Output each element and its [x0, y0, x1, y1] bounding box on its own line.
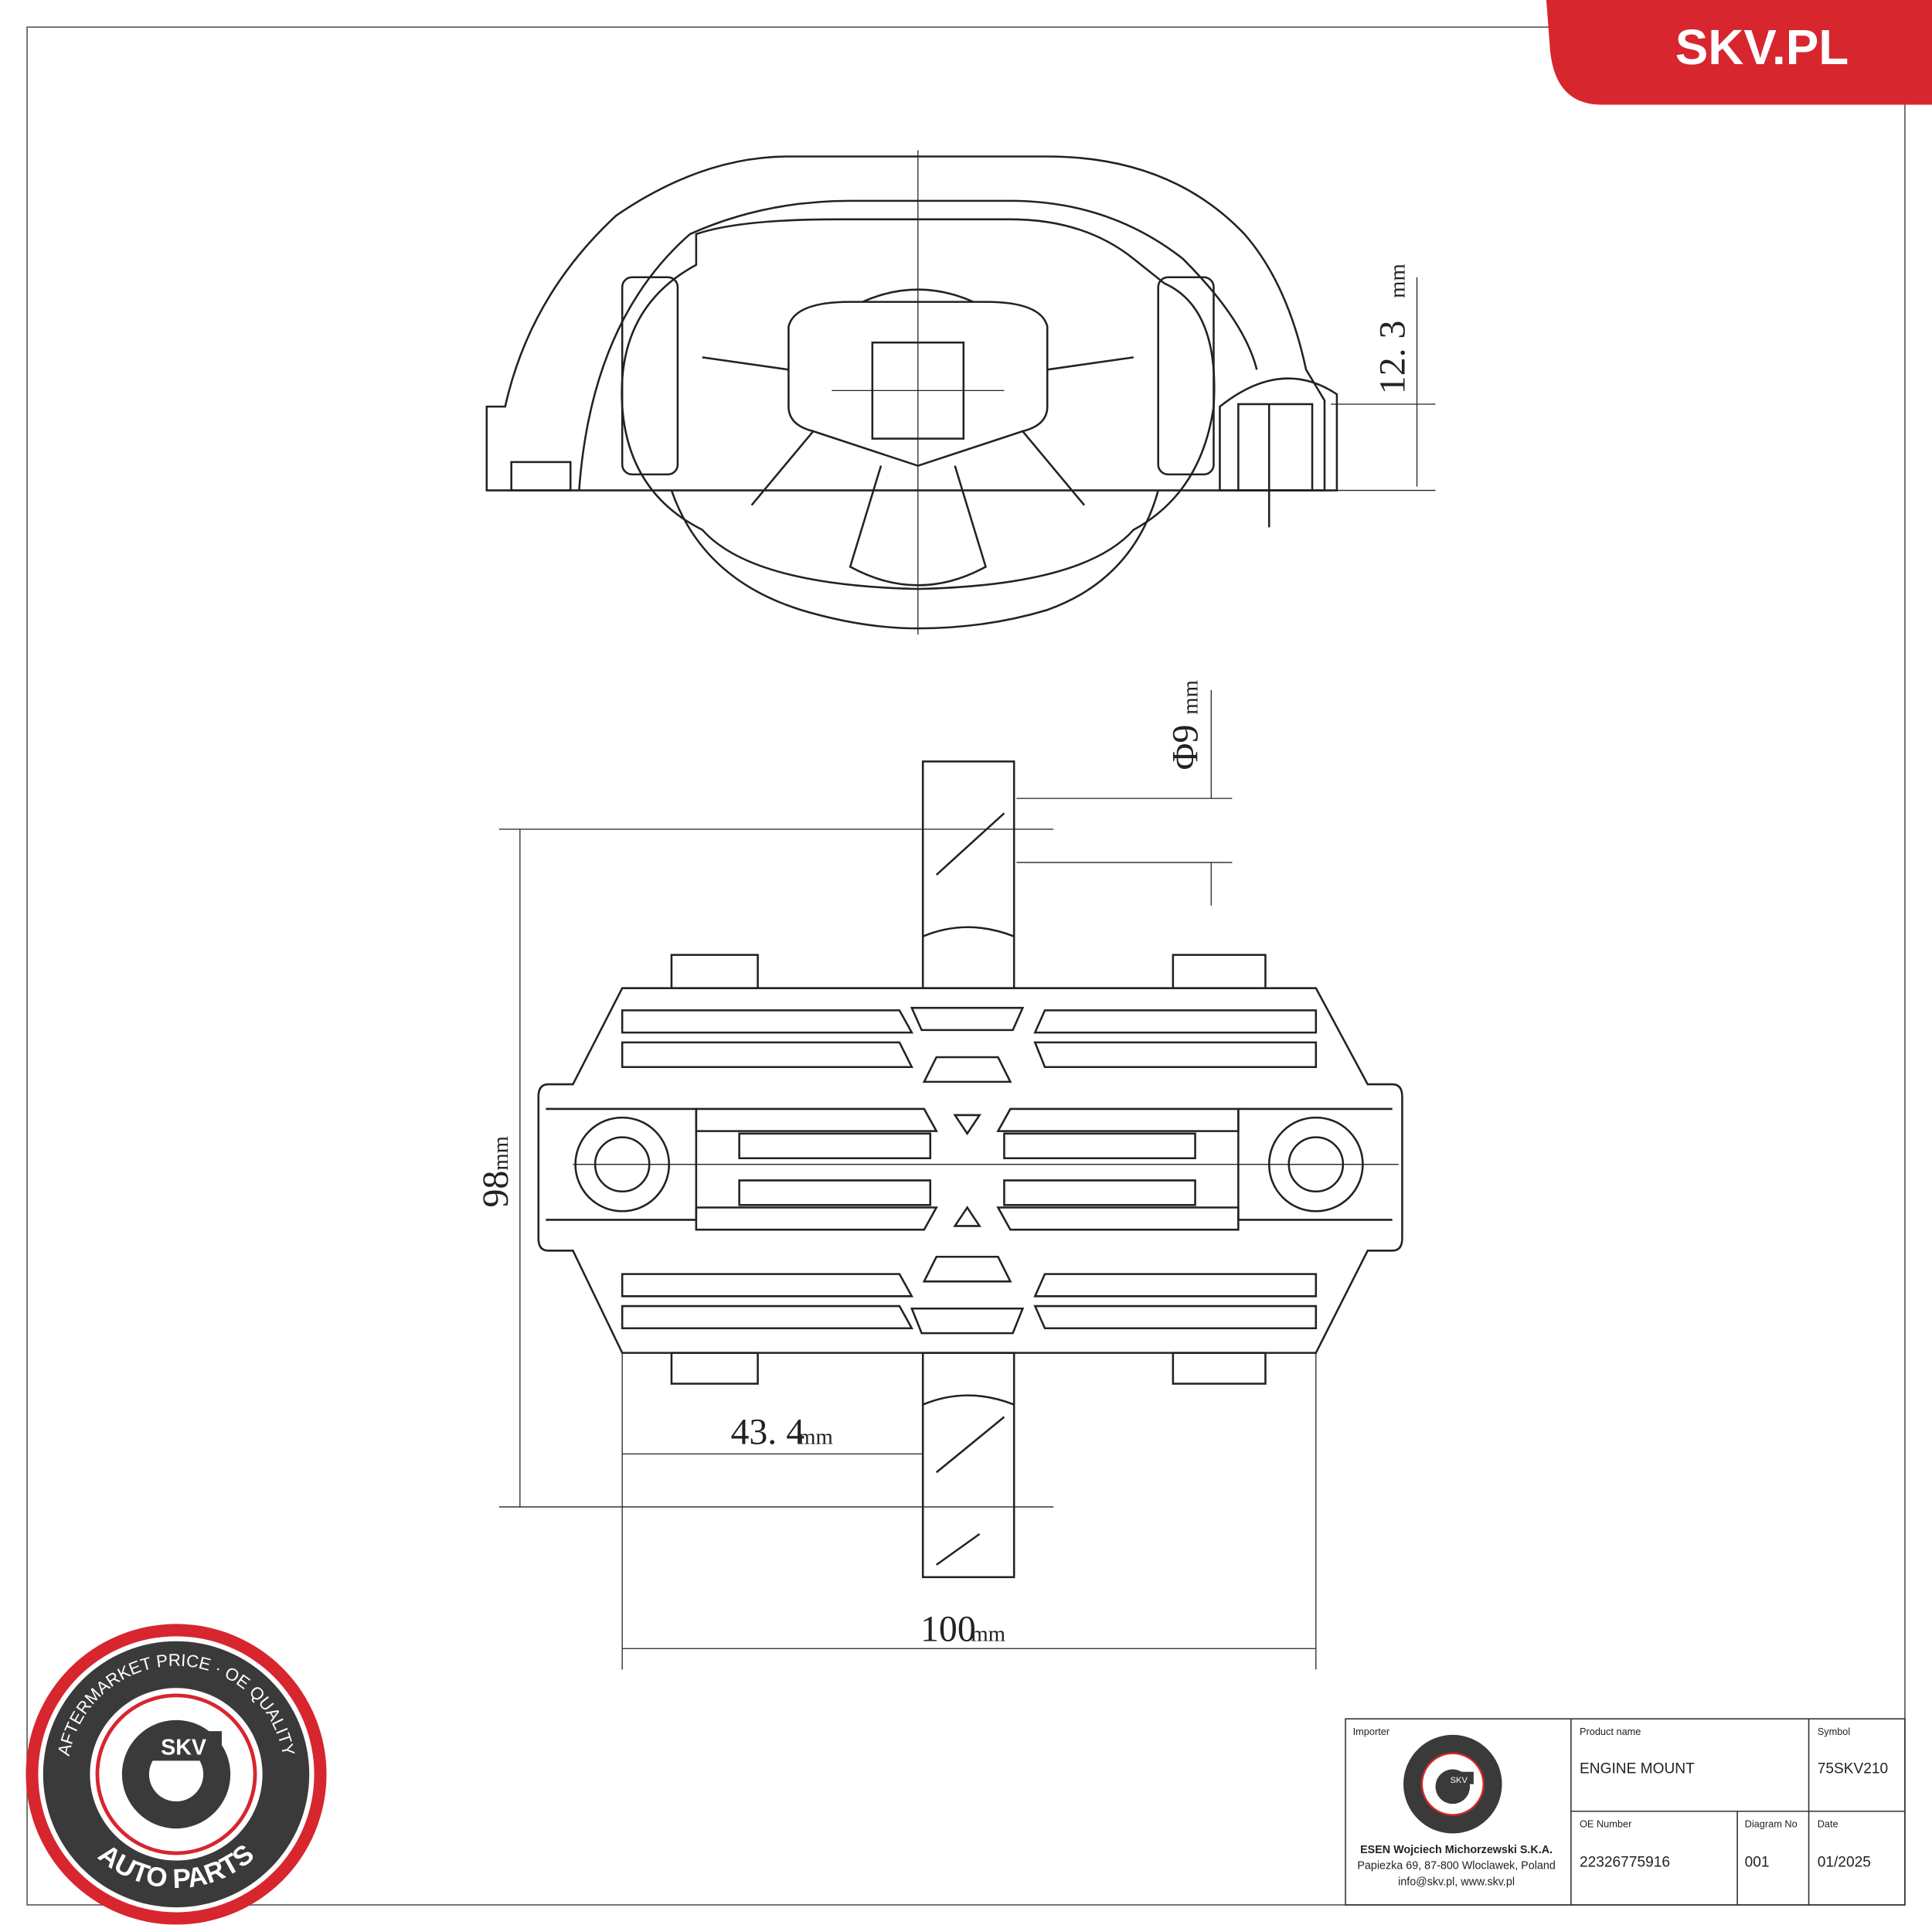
- skv-banner: SKV.PL: [1546, 0, 1932, 105]
- symbol-value: 75SKV210: [1818, 1760, 1888, 1777]
- width-value: 100: [920, 1609, 976, 1650]
- drawing-frame: [26, 26, 1906, 1906]
- oe-number-value: 22326775916: [1580, 1854, 1670, 1870]
- top-view: [485, 150, 1436, 635]
- product-name-label: Product name: [1580, 1726, 1641, 1737]
- importer-logo: SKV: [1403, 1734, 1502, 1834]
- date-label: Date: [1818, 1818, 1838, 1829]
- width-unit: mm: [971, 1622, 1005, 1647]
- product-name: ENGINE MOUNT: [1580, 1760, 1695, 1777]
- date-value: 01/2025: [1818, 1854, 1871, 1870]
- importer-label: Importer: [1353, 1726, 1390, 1737]
- diagram-no-label: Diagram No: [1745, 1818, 1798, 1829]
- height-value: 98: [475, 1171, 516, 1208]
- offset-value: 43. 4: [730, 1412, 804, 1453]
- front-view: [498, 689, 1403, 1670]
- title-block: Importer SKV ESEN Wojciech Michorzewski …: [1345, 1718, 1906, 1906]
- offset-unit: mm: [798, 1425, 833, 1450]
- oe-number-label: OE Number: [1580, 1818, 1632, 1829]
- bolt-diameter-value: Φ9: [1165, 725, 1206, 770]
- importer-name: ESEN Wojciech Michorzewski S.K.A.: [1360, 1844, 1553, 1856]
- skv-auto-parts-seal: SKV AFTERMARKET PRICE · OE QUALITY AUTO …: [26, 1624, 327, 1925]
- diagram-no-value: 001: [1745, 1854, 1770, 1870]
- symbol-label: Symbol: [1818, 1726, 1851, 1737]
- importer-address: Papiezka 69, 87-800 Wloclawek, Poland: [1357, 1860, 1555, 1872]
- bolt-height-unit: mm: [1386, 264, 1410, 298]
- height-unit: mm: [488, 1136, 513, 1171]
- seal-center-text: SKV: [161, 1735, 206, 1760]
- bolt-height-value: 12. 3: [1372, 321, 1413, 395]
- banner-text: SKV.PL: [1675, 19, 1849, 75]
- importer-contact: info@skv.pl, www.skv.pl: [1398, 1876, 1515, 1888]
- bolt-diameter-unit: mm: [1179, 680, 1203, 715]
- svg-text:SKV: SKV: [1451, 1776, 1468, 1785]
